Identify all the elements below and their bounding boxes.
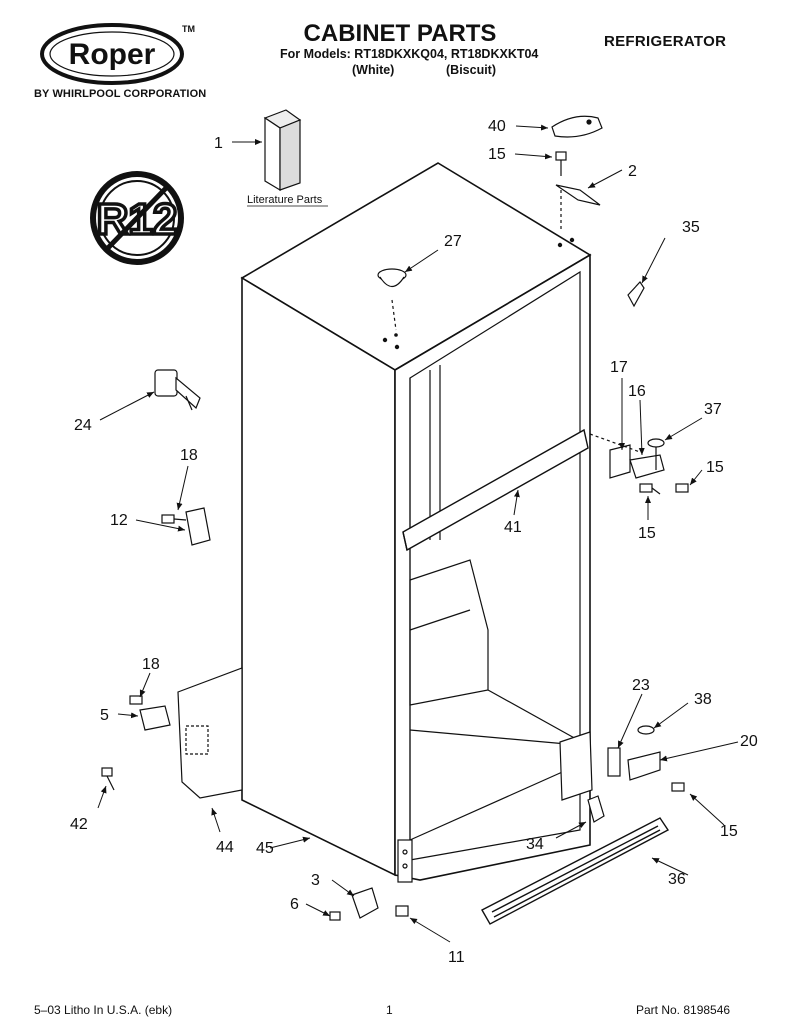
bottom-hinge-cover: [329, 887, 409, 921]
callout-15-top: 15: [488, 146, 506, 163]
callout-44: 44: [216, 839, 234, 856]
callout-3: 3: [311, 872, 320, 889]
lower-clip: [129, 695, 171, 731]
callout-15-mid-right: 15: [706, 459, 724, 476]
upper-clip: [161, 507, 211, 546]
refrigerator-cabinet: [240, 162, 592, 881]
model-numbers: For Models: RT18DKXKQ04, RT18DKXKT04: [280, 47, 539, 61]
literature-parts-label: Literature Parts: [247, 194, 323, 206]
bottom-front-bracket: [397, 839, 413, 883]
callout-20: 20: [740, 733, 758, 750]
brand-logo: Roper TM: [30, 18, 220, 108]
brand-subtitle: BY WHIRLPOOL CORPORATION: [34, 88, 207, 100]
side-bracket: [627, 281, 645, 308]
callout-17: 17: [610, 359, 628, 376]
footer-page-number: 1: [386, 1003, 393, 1017]
hinge-cap: [551, 115, 603, 138]
top-hinge: [555, 184, 601, 232]
callout-18-lower: 18: [142, 656, 160, 673]
no-r12-badge: R12: [90, 171, 184, 265]
side-panel: [177, 667, 243, 799]
center-hinge-assembly: [589, 433, 689, 495]
literature-booklet: [263, 109, 302, 192]
toe-grille: [481, 817, 670, 925]
callout-38: 38: [694, 691, 712, 708]
callout-12: 12: [110, 512, 128, 529]
callout-16: 16: [628, 383, 646, 400]
callout-41: 41: [504, 519, 522, 536]
callout-2: 2: [628, 163, 637, 180]
footer-litho: 5–03 Litho In U.S.A. (ebk): [34, 1003, 173, 1017]
leader-lines: [97, 124, 739, 943]
callout-15-bottom: 15: [720, 823, 738, 840]
callout-40: 40: [488, 118, 506, 135]
callout-36: 36: [668, 871, 686, 888]
cabinet-front-frame: [409, 270, 581, 861]
callout-35: 35: [682, 219, 700, 236]
top-hinge-screw: [555, 151, 567, 176]
callout-27: 27: [444, 233, 462, 250]
divider-bar: [402, 428, 589, 552]
callout-37: 37: [704, 401, 722, 418]
footer-part-number: Part No. 8198546: [636, 1003, 731, 1017]
top-plug: [377, 268, 407, 331]
grille-clip: [587, 795, 605, 823]
callout-34: 34: [526, 836, 544, 853]
appliance-type: REFRIGERATOR: [604, 33, 727, 50]
page-title: CABINET PARTS: [303, 20, 497, 47]
trademark: TM: [182, 24, 195, 34]
callout-24: 24: [74, 417, 92, 434]
callout-18-upper: 18: [180, 447, 198, 464]
variant-white: (White): [352, 63, 395, 77]
lower-hinge-assembly: [559, 725, 685, 801]
cabinet-top-holes: [382, 237, 575, 350]
callout-6: 6: [290, 896, 299, 913]
hinge-pin-bolt: [154, 369, 201, 411]
callout-5: 5: [100, 707, 109, 724]
callout-1: 1: [214, 135, 223, 152]
callout-15-mid: 15: [638, 525, 656, 542]
callout-45: 45: [256, 840, 274, 857]
brand-name: Roper: [69, 38, 156, 71]
callout-23: 23: [632, 677, 650, 694]
panel-screw: [101, 767, 115, 791]
variant-biscuit: (Biscuit): [446, 63, 496, 77]
callout-11: 11: [448, 949, 465, 966]
callout-42: 42: [70, 816, 88, 833]
